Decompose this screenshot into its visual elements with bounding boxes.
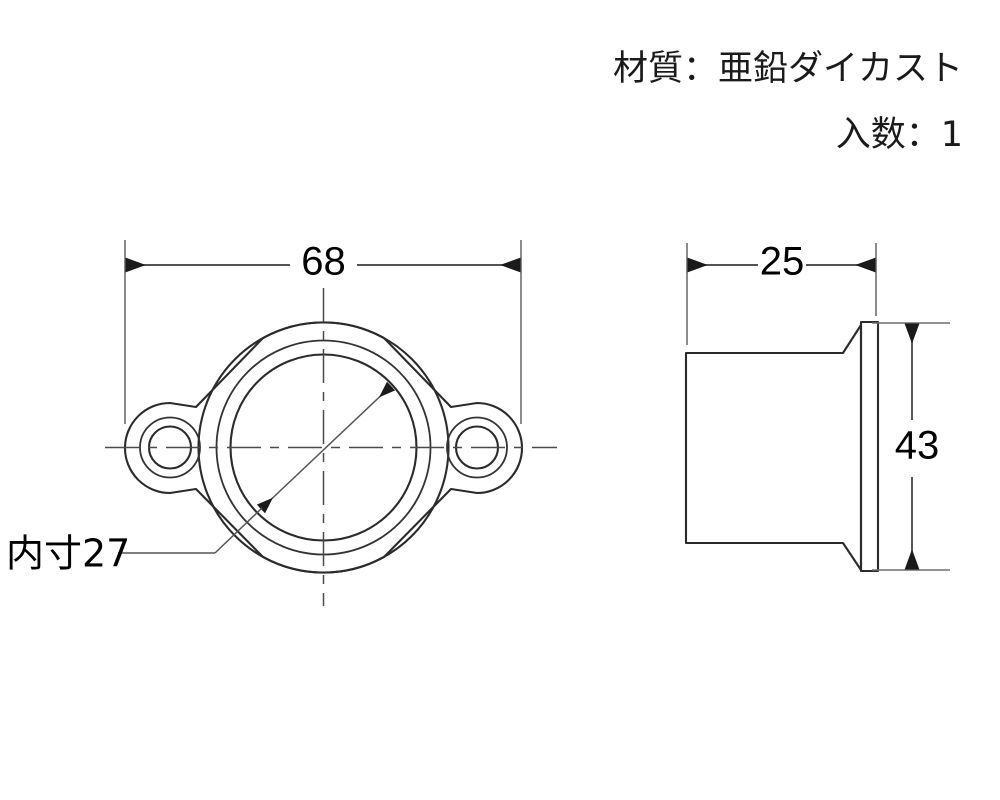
dim-43-label: 43	[895, 424, 940, 468]
bore-dimension-label: 内寸27	[6, 532, 130, 576]
quantity-spec-label: 入数：1	[836, 115, 963, 155]
bore-diagonal-dim-line	[256, 381, 396, 514]
bore-callout-leader-diagonal	[214, 507, 263, 554]
side-section-view: 25 43	[684, 240, 950, 573]
material-spec-label: 材質：亜鉛ダイカスト	[613, 49, 963, 89]
side-cylinder-body	[684, 323, 863, 572]
right-bolt-boss-circle	[446, 416, 508, 479]
dim-68-label: 68	[301, 240, 346, 284]
front-flange-view: 68 内寸27	[6, 240, 557, 606]
side-flange-plate	[859, 320, 880, 573]
dim-25-label: 25	[760, 240, 805, 284]
